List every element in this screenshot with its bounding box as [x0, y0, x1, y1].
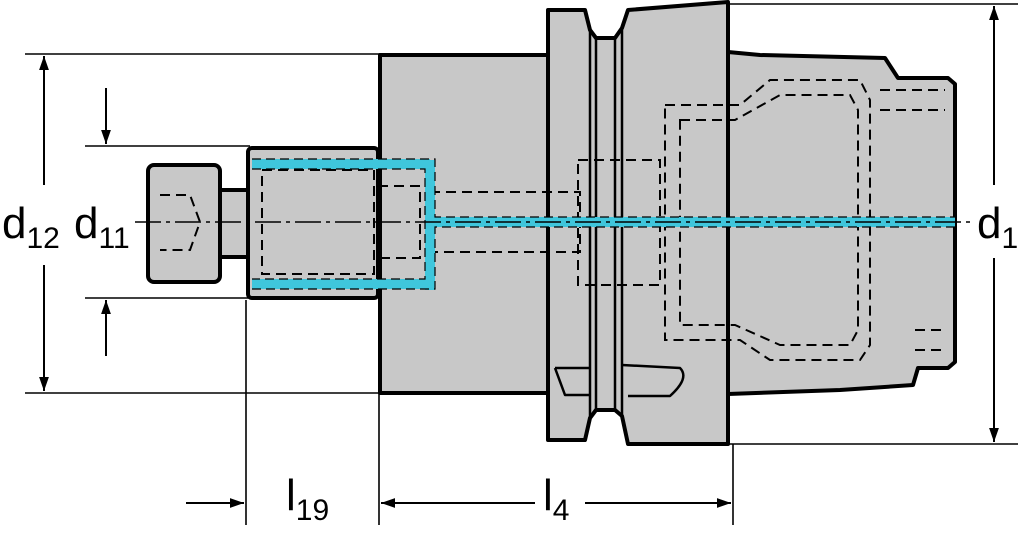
label-d1: d1 [977, 199, 1018, 255]
dimension-arrows [39, 6, 999, 508]
hidden-shank-step [880, 89, 945, 351]
threaded-sleeve [246, 146, 380, 300]
label-d11: d11 [74, 199, 130, 255]
label-l4: l4 [543, 471, 569, 527]
hidden-socket [160, 194, 202, 251]
screw-head [146, 163, 222, 284]
extension-lines [25, 3, 1018, 525]
label-d12: d12 [2, 199, 60, 255]
hidden-bore-sleeve [261, 169, 375, 275]
coolant-outline [252, 158, 955, 290]
hidden-cavity [664, 79, 871, 361]
screw-neck [218, 188, 252, 259]
label-l19: l19 [286, 471, 329, 527]
hidden-cavity-inner [679, 94, 859, 346]
hidden-flange-bore [577, 159, 661, 286]
drive-slot [553, 363, 685, 398]
